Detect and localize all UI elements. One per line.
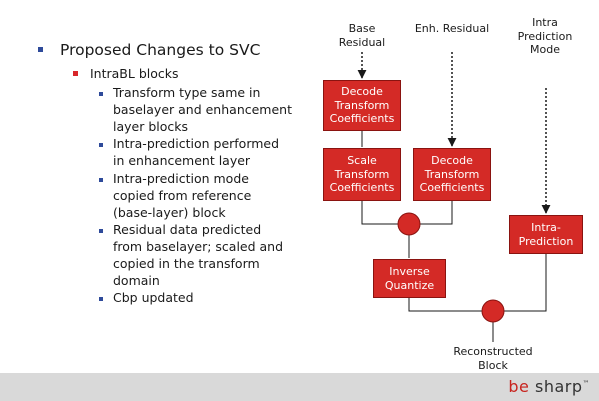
label-intra-prediction-mode: Intra Prediction Mode <box>517 16 573 56</box>
summing-junction <box>481 299 505 323</box>
box-intra-prediction: Intra-Prediction <box>509 215 583 254</box>
box-decode-transform-enh: Decode Transform Coefficients <box>413 148 491 201</box>
bullet-item: Transform type same in baselayer and enh… <box>113 85 292 134</box>
label-reconstructed-block: Reconstructed Block <box>453 345 533 372</box>
bullet-item: Intra-prediction performed in enhancemen… <box>113 136 280 168</box>
bullet-item: Cbp updated <box>113 290 194 305</box>
logo: be sharp™ <box>508 377 590 396</box>
logo-tm: ™ <box>582 379 590 388</box>
label-base-residual: Base Residual <box>338 22 386 49</box>
bullet-level1: Proposed Changes to SVC <box>60 41 261 59</box>
footer-bar <box>0 373 599 401</box>
bullet-marker <box>99 229 103 233</box>
bullet-marker <box>99 92 103 96</box>
bullet-item: Residual data predicted from baselayer; … <box>113 222 284 288</box>
logo-sharp: sharp <box>534 377 583 396</box>
logo-be: be <box>508 377 530 396</box>
bullet-marker <box>99 178 103 182</box>
bullet-marker <box>73 71 78 76</box>
bullet-list: Proposed Changes to SVC IntraBL blocks T… <box>0 0 320 340</box>
bullet-marker <box>99 297 103 301</box>
bullet-marker <box>38 47 43 52</box>
bullet-marker <box>99 143 103 147</box>
summing-junction <box>397 212 421 236</box>
bullet-level2: IntraBL blocks <box>90 66 179 81</box>
label-enh-residual: Enh. Residual <box>414 22 490 35</box>
bullet-item: Intra-prediction mode copied from refere… <box>113 171 252 220</box>
box-inverse-quantize: Inverse Quantize <box>373 259 446 298</box>
box-decode-transform-base: Decode Transform Coefficients <box>323 80 401 131</box>
box-scale-transform: Scale Transform Coefficients <box>323 148 401 201</box>
